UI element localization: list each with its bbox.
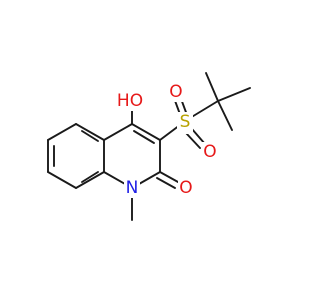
sulfonyl-oxygen-bottom: O <box>202 142 218 162</box>
nitrogen-label: N <box>126 178 139 198</box>
sulfur-label: S <box>180 112 191 132</box>
bond <box>217 87 251 102</box>
bond <box>159 124 181 141</box>
bonds <box>47 72 251 221</box>
bond <box>103 123 133 141</box>
sulfonyl-oxygen-top-label: O <box>169 82 182 102</box>
bond <box>75 171 105 189</box>
hydroxyl-label: HO <box>117 91 143 111</box>
bond <box>205 72 219 102</box>
sulfur-atom: S <box>177 112 193 134</box>
atom-labels: HO S O O O N <box>117 82 218 198</box>
bond <box>156 177 176 189</box>
double-bond-inner <box>81 130 99 142</box>
sulfonyl-oxygen-bottom-label: O <box>203 142 216 162</box>
bond <box>217 100 233 131</box>
bond <box>185 132 201 149</box>
carbonyl-oxygen-label: O <box>179 178 192 198</box>
bond <box>47 123 77 141</box>
bond <box>75 123 105 141</box>
carbonyl-oxygen: O <box>178 178 194 198</box>
bond <box>191 128 206 145</box>
bond <box>131 123 161 141</box>
hydroxyl-group: HO <box>117 91 146 111</box>
double-bond-inner <box>133 130 155 144</box>
chemical-structure: HO S O O O N <box>47 72 251 221</box>
bond <box>47 171 77 189</box>
bond <box>189 100 219 119</box>
nitrogen-atom: N <box>124 178 140 198</box>
sulfonyl-oxygen-top: O <box>168 82 184 102</box>
double-bond-inner <box>81 171 99 183</box>
bond <box>159 171 179 183</box>
